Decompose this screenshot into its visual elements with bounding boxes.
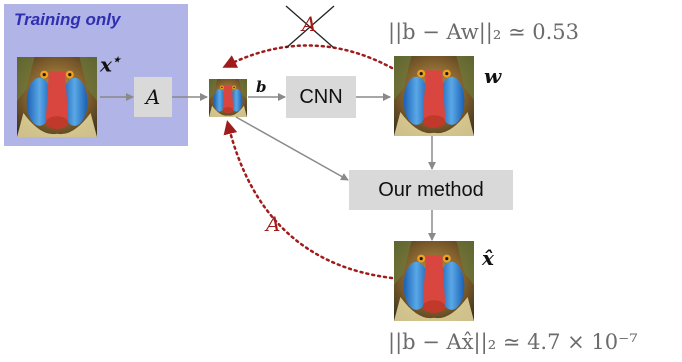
x-star-superscript: ⋆: [111, 52, 121, 68]
label-x-hat: x̂: [482, 246, 494, 270]
cnn-box: CNN: [286, 76, 356, 118]
label-b: b: [256, 78, 267, 96]
image-x-hat-result: [394, 241, 474, 321]
image-w-cnn-output: [394, 56, 474, 136]
label-x-star: x⋆: [100, 52, 121, 77]
feedback-arrow-bottom: [223, 120, 394, 280]
arrow-b-to-our-method: [235, 116, 349, 181]
feedback-label-bottom: A: [266, 212, 281, 236]
w-residual-formula: ||b − Aw||₂ ≃ 0.53: [388, 20, 580, 44]
our-method-label: Our method: [378, 178, 484, 201]
cnn-label: CNN: [299, 85, 343, 108]
feedback-arrow-top: [222, 44, 394, 70]
operator-A-label: A: [145, 85, 161, 109]
cross-out-line-2: [285, 5, 335, 49]
x-star-symbol: x: [100, 52, 112, 77]
image-x-star: [17, 57, 97, 137]
label-w: w: [484, 64, 502, 88]
feedback-label-top: A: [302, 12, 317, 36]
our-method-box: Our method: [349, 170, 513, 210]
image-b-measurement: [209, 79, 247, 117]
xhat-residual-formula: ||b − Ax̂||₂ ≃ 4.7 × 10⁻⁷: [388, 330, 638, 354]
operator-A-box: A: [134, 77, 172, 117]
training-only-label: Training only: [14, 10, 121, 29]
